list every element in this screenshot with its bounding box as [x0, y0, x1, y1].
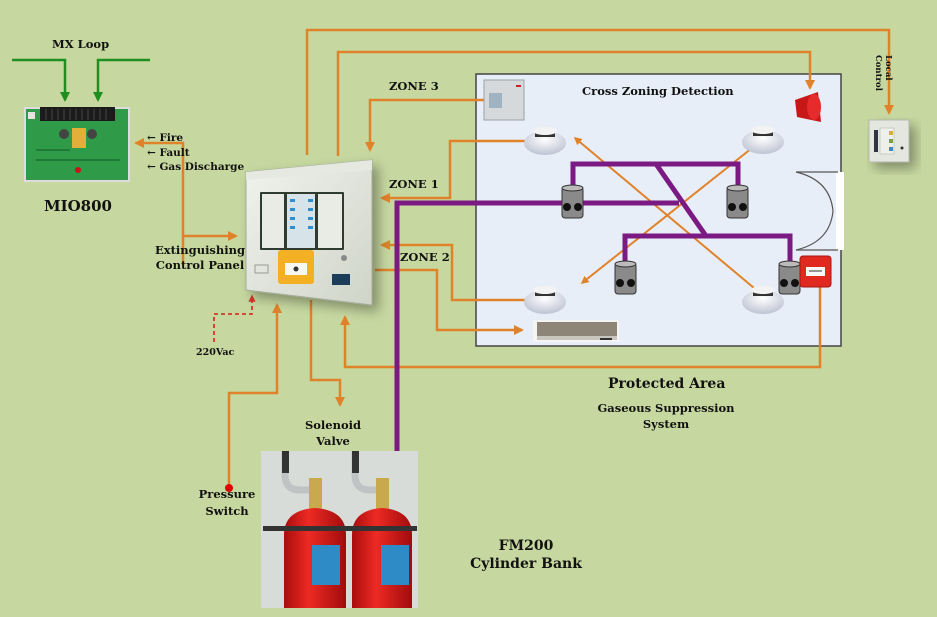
- nozzle-icon: [778, 260, 801, 295]
- fault-label: ← Fault: [147, 147, 190, 159]
- vac-label: 220Vac: [196, 347, 235, 358]
- gas-cylinder-icon: [261, 451, 418, 608]
- zone3-label: ZONE 3: [389, 79, 439, 93]
- mio800-label: MIO800: [44, 197, 112, 215]
- sounder-icon: [795, 92, 821, 122]
- smoke-detector-icon: [742, 126, 784, 154]
- gas-discharge-label: ← Gas Discharge: [147, 161, 245, 173]
- zone2-label: ZONE 2: [400, 250, 450, 264]
- local-control-icon: [868, 119, 910, 163]
- fire-label: ← Fire: [147, 132, 184, 144]
- pressure-label-line1: Pressure: [198, 487, 256, 501]
- pressure-label-line2: Switch: [205, 504, 249, 518]
- solenoid-label-line2: Valve: [316, 434, 350, 448]
- fm200-label: FM200 Cylinder Bank: [460, 537, 592, 573]
- gaseous-suppression-line1: Gaseous Suppression: [597, 401, 735, 415]
- local-control-label-line1: Local: [883, 55, 893, 81]
- control-panel-icon: [245, 159, 373, 306]
- double-door-icon: [795, 171, 838, 251]
- protected-area-label: Protected Area: [608, 376, 726, 392]
- fm200-label-line2: Cylinder Bank: [470, 556, 582, 572]
- nozzle-icon: [561, 184, 584, 219]
- control-panel-label-line2: Control Panel: [155, 258, 245, 272]
- air-conditioner-icon: [533, 320, 619, 342]
- smoke-detector-icon: [742, 286, 784, 314]
- gaseous-suppression-line2: System: [642, 417, 690, 431]
- solenoid-label-line1: Solenoid: [304, 418, 362, 432]
- gaseous-suppression-label: Gaseous Suppression System: [586, 400, 746, 432]
- power-line: [213, 294, 256, 342]
- local-control-label-line2: Control: [873, 55, 883, 91]
- nozzle-icon: [726, 184, 749, 219]
- pressure-switch-label: Pressure Switch: [192, 486, 262, 520]
- zone1-label: ZONE 1: [389, 177, 439, 191]
- circuit-board-icon: [24, 107, 130, 182]
- nozzle-icon: [614, 260, 637, 295]
- fire-panel-icon: [483, 79, 525, 121]
- pipework: [394, 161, 793, 452]
- mx-loop-label: MX Loop: [52, 37, 110, 51]
- control-panel-label: Extinguishing Control Panel: [155, 243, 245, 273]
- signal-lines: [134, 28, 894, 484]
- local-control-label: Local Control: [873, 55, 893, 91]
- mx-loop-lines: [12, 58, 150, 102]
- smoke-detector-icon: [524, 127, 566, 155]
- solenoid-valve-label: Solenoid Valve: [300, 417, 366, 449]
- smoke-detector-icon: [524, 286, 566, 314]
- manual-call-point-icon: [799, 255, 832, 288]
- pressure-switch-icon: [225, 484, 233, 492]
- control-panel-label-line1: Extinguishing: [155, 243, 246, 257]
- cross-zoning-title: Cross Zoning Detection: [582, 84, 734, 98]
- fm200-label-line1: FM200: [498, 538, 554, 554]
